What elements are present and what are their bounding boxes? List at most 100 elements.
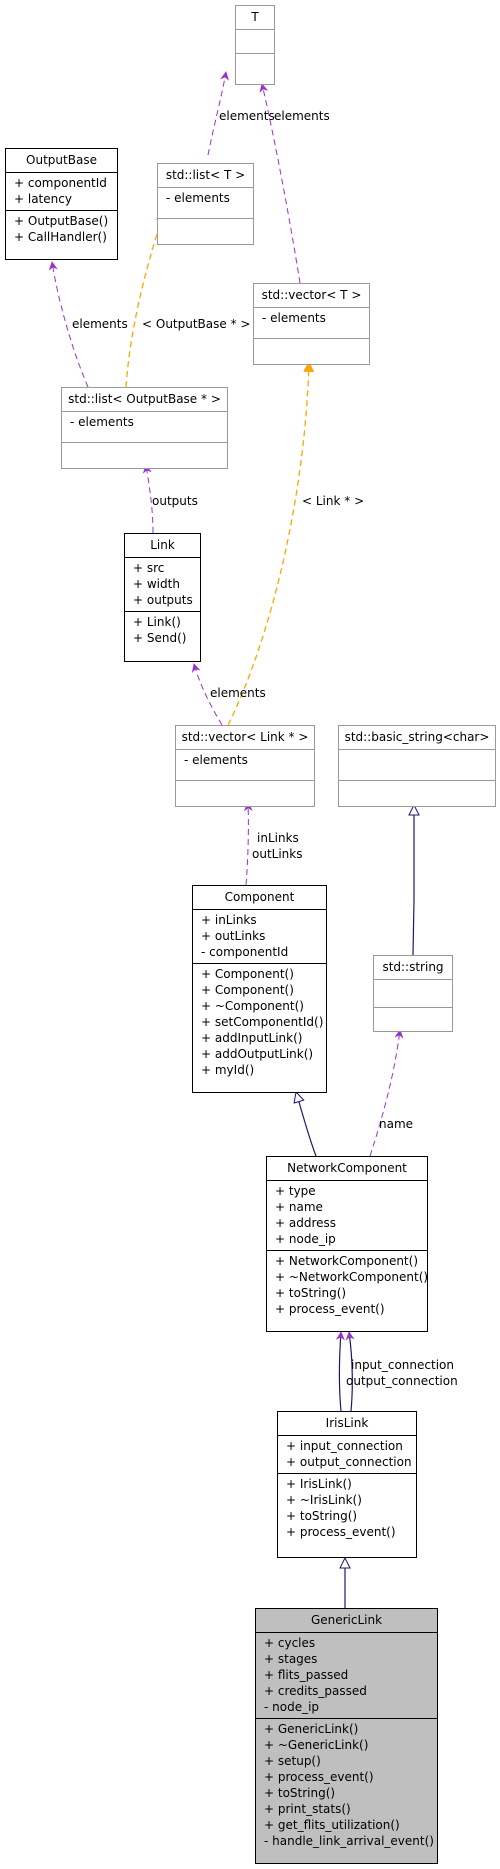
attribute: + credits_passed xyxy=(264,1684,367,1698)
attribute: + flits_passed xyxy=(264,1668,349,1682)
class-std-list-t-name: std::list< T > xyxy=(158,164,253,188)
class-component-operations: + Component() + Component() + ~Component… xyxy=(193,964,326,1081)
class-link-operations: + Link() + Send() xyxy=(125,612,200,649)
operation: + ~GenericLink() xyxy=(264,1738,369,1752)
class-component[interactable]: Component + inLinks + outLinks - compone… xyxy=(192,885,327,1093)
edge-component-to-vector-link xyxy=(243,802,253,886)
class-link[interactable]: Link + src + width + outputs + Link() + … xyxy=(124,533,201,662)
class-generic-link[interactable]: GenericLink + cycles + stages + flits_pa… xyxy=(255,1608,438,1864)
attribute: + stages xyxy=(264,1652,318,1666)
class-iris-link-attributes: + input_connection + output_connection xyxy=(278,1436,416,1474)
operation: + GenericLink() xyxy=(264,1722,359,1736)
class-basic-string-name: std::basic_string<char> xyxy=(339,726,495,750)
attribute: + output_connection xyxy=(286,1455,412,1469)
attribute: + inLinks xyxy=(201,913,257,927)
operation: + Link() xyxy=(133,615,181,629)
operation: + toString() xyxy=(286,1509,358,1523)
class-basic-string-operations xyxy=(339,781,495,800)
class-std-vector-link-name: std::vector< Link * > xyxy=(176,726,314,750)
attribute: + outputs xyxy=(133,593,193,607)
class-basic-string[interactable]: std::basic_string<char> xyxy=(338,725,496,807)
operation: + myId() xyxy=(201,1063,255,1077)
class-iris-link[interactable]: IrisLink + input_connection + output_con… xyxy=(277,1411,417,1558)
operation: + toString() xyxy=(275,1286,347,1300)
edge-label-output-connection: output_connection xyxy=(346,1374,458,1388)
operation: + process_event() xyxy=(286,1525,396,1539)
attribute: - node_ip xyxy=(264,1700,320,1714)
class-network-component-name: NetworkComponent xyxy=(267,1157,427,1181)
class-output-base-attributes: + componentId + latency xyxy=(6,173,117,211)
class-network-component[interactable]: NetworkComponent + type + name + address… xyxy=(266,1156,428,1332)
edge-label-template-link: < Link * > xyxy=(302,494,365,508)
operation: + IrisLink() xyxy=(286,1477,352,1491)
class-std-list-t[interactable]: std::list< T > - elements xyxy=(157,163,254,245)
operation: + Send() xyxy=(133,631,187,645)
operation: + ~Component() xyxy=(201,999,304,1013)
operation: + NetworkComponent() xyxy=(275,1254,419,1268)
class-std-list-output-base[interactable]: std::list< OutputBase * > - elements xyxy=(61,387,228,469)
class-std-string[interactable]: std::string xyxy=(373,955,453,1032)
class-iris-link-operations: + IrisLink() + ~IrisLink() + toString() … xyxy=(278,1474,416,1543)
edge-label-elements-vector-t: elements xyxy=(274,109,330,123)
edge-link-to-list-ob xyxy=(142,464,154,534)
edge-irislink-to-networkcomponent-b xyxy=(345,1331,355,1412)
edge-string-to-basic-string xyxy=(413,805,414,956)
class-std-vector-t-attributes: - elements xyxy=(254,308,369,339)
class-link-attributes: + src + width + outputs xyxy=(125,558,200,612)
edge-label-elements-vector-link: elements xyxy=(210,686,266,700)
edge-label-outputs: outputs xyxy=(152,494,198,508)
class-t[interactable]: T xyxy=(235,5,275,85)
class-t-name: T xyxy=(236,6,274,30)
attribute: + name xyxy=(275,1200,323,1214)
attribute: - elements xyxy=(184,753,248,767)
class-std-string-name: std::string xyxy=(374,956,452,980)
attribute: - componentId xyxy=(201,945,289,959)
edge-label-out-links: outLinks xyxy=(252,847,303,861)
class-std-vector-t[interactable]: std::vector< T > - elements xyxy=(253,283,370,365)
operation: + setup() xyxy=(264,1754,321,1768)
class-std-list-t-attributes: - elements xyxy=(158,188,253,219)
operation: + process_event() xyxy=(275,1302,385,1316)
class-link-name: Link xyxy=(125,534,200,558)
class-std-list-output-base-operations xyxy=(62,443,227,462)
edge-irislink-to-networkcomponent-a xyxy=(335,1331,345,1412)
edge-networkcomponent-to-component xyxy=(296,1092,317,1157)
operation: + process_event() xyxy=(264,1770,374,1784)
attribute: + latency xyxy=(14,192,72,206)
class-output-base-operations: + OutputBase() + CallHandler() xyxy=(6,211,117,248)
edge-label-elements-output-base: elements xyxy=(72,317,128,331)
class-iris-link-name: IrisLink xyxy=(278,1412,416,1436)
attribute: + input_connection xyxy=(286,1439,403,1453)
class-t-operations xyxy=(236,54,274,77)
edge-label-input-connection: input_connection xyxy=(351,1358,454,1372)
edge-label-elements-list-t: elements xyxy=(219,109,275,123)
operation: + ~NetworkComponent() xyxy=(275,1270,429,1284)
class-std-vector-t-operations xyxy=(254,339,369,358)
class-component-attributes: + inLinks + outLinks - componentId xyxy=(193,910,326,964)
edge-vector-link-to-link xyxy=(191,663,223,726)
attribute: - elements xyxy=(70,415,134,429)
operation: + get_flits_utilization() xyxy=(264,1818,400,1832)
attribute: + componentId xyxy=(14,176,107,190)
attribute: - elements xyxy=(262,311,326,325)
operation: + Component() xyxy=(201,967,294,981)
edge-label-name: name xyxy=(379,1117,414,1131)
attribute: + outLinks xyxy=(201,929,266,943)
class-std-vector-link-attributes: - elements xyxy=(176,750,314,781)
edge-list-ob-to-list-t xyxy=(125,210,167,388)
operation: + print_stats() xyxy=(264,1802,351,1816)
operation: + CallHandler() xyxy=(14,230,107,244)
class-std-vector-t-name: std::vector< T > xyxy=(254,284,369,308)
class-output-base[interactable]: OutputBase + componentId + latency + Out… xyxy=(5,148,118,260)
class-std-vector-link[interactable]: std::vector< Link * > - elements xyxy=(175,725,315,807)
operation: + addOutputLink() xyxy=(201,1047,314,1061)
class-generic-link-operations: + GenericLink() + ~GenericLink() + setup… xyxy=(256,1719,437,1852)
class-std-string-operations xyxy=(374,1008,452,1027)
operation: + ~IrisLink() xyxy=(286,1493,362,1507)
attribute: + src xyxy=(133,561,165,575)
edge-networkcomponent-to-string xyxy=(369,1029,404,1157)
operation: + OutputBase() xyxy=(14,214,109,228)
class-std-list-t-operations xyxy=(158,219,253,238)
class-std-string-attributes xyxy=(374,980,452,1008)
